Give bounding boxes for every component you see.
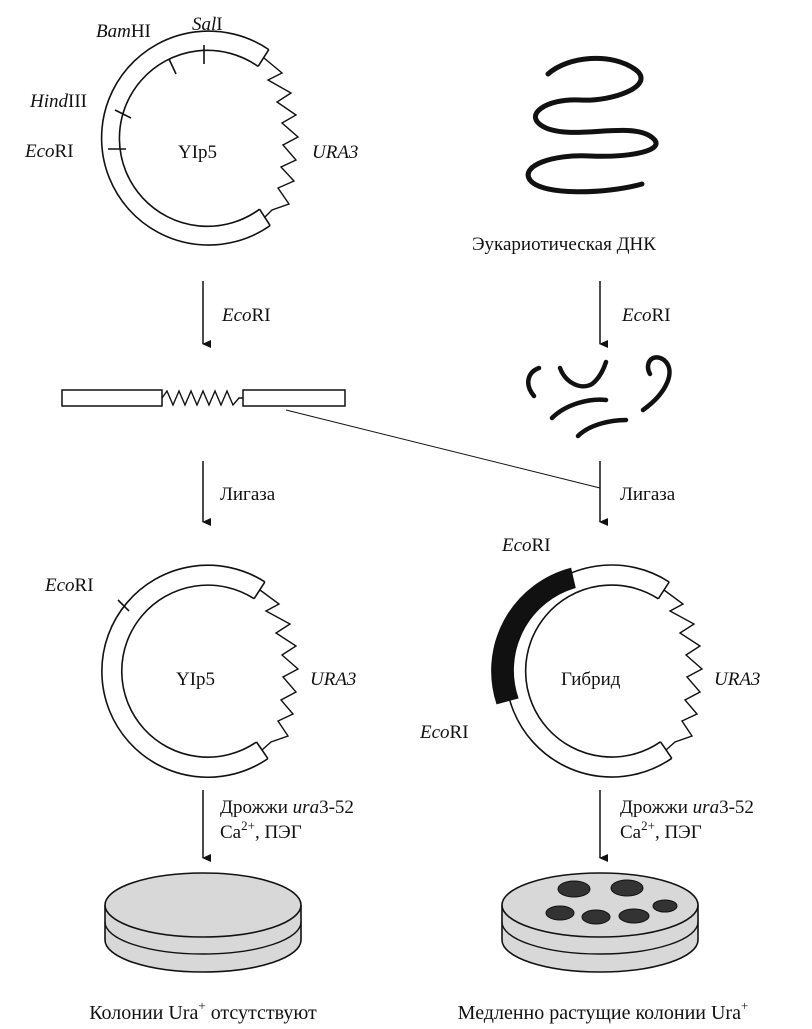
plasmid-name: YIp5 [178, 142, 217, 163]
ecori-site-mark [117, 599, 130, 612]
dna-fragments [526, 355, 672, 439]
label-yeast-right: Дрожжи ura3-52 [620, 797, 754, 818]
caption-right: Медленно растущие колонии Ura+ [458, 998, 749, 1024]
colony [557, 880, 591, 898]
label-ecori-digest-left: EcoRI [221, 305, 271, 326]
colony [610, 879, 644, 897]
label-ecori: EcoRI [24, 141, 74, 162]
plasmid-name: YIp5 [176, 669, 215, 690]
colony [545, 905, 575, 921]
plasmid-yip5-top: BamHI SalI HindIII EcoRI YIp5 URA3 [24, 14, 358, 246]
label-conditions-right: Ca2+, ПЭГ [620, 818, 702, 843]
bamhi-site-mark [168, 58, 177, 75]
colony [652, 899, 678, 913]
label-sali: SalI [192, 14, 223, 35]
yeast-colonies [545, 879, 678, 925]
label-ecori-digest-right: EcoRI [621, 305, 671, 326]
plasmid-name: Гибрид [561, 669, 621, 690]
gene-label: URA3 [714, 669, 760, 690]
petri-dish-left [104, 872, 302, 973]
plasmid-ring-inner [118, 49, 261, 228]
ura3-gene-zigzag [263, 57, 300, 218]
label-ligase-left: Лигаза [220, 484, 276, 505]
label-ecori-bottom: EcoRI [419, 722, 469, 743]
hindiii-site-mark [114, 109, 132, 119]
label-ligase-right: Лигаза [620, 484, 676, 505]
dna-strand [525, 55, 659, 195]
gene-label: URA3 [312, 142, 358, 163]
label-yeast-left: Дрожжи ura3-52 [220, 797, 354, 818]
colony [581, 909, 611, 925]
label-conditions-left: Ca2+, ПЭГ [220, 818, 302, 843]
label-hindiii: HindIII [29, 91, 87, 112]
label-ecori-top: EcoRI [501, 535, 551, 556]
label-ecori: EcoRI [44, 575, 94, 596]
colony [618, 908, 650, 924]
eukaryotic-dna: Эукариотическая ДНК [472, 55, 659, 255]
plasmid-ring-outer [100, 30, 271, 246]
gene-label: URA3 [310, 669, 356, 690]
plasmid-hybrid: EcoRI EcoRI Гибрид URA3 [419, 535, 760, 778]
inserted-dna-segment [491, 567, 576, 705]
caption-left: Колонии Ura+ отсутствуют [89, 998, 317, 1024]
plasmid-yip5-religated: EcoRI YIp5 URA3 [44, 564, 356, 778]
connector-line [285, 409, 601, 489]
petri-dish-right [501, 872, 699, 973]
dna-label: Эукариотическая ДНК [472, 234, 656, 255]
linearized-vector [61, 389, 346, 407]
label-bamhi: BamHI [96, 21, 151, 42]
